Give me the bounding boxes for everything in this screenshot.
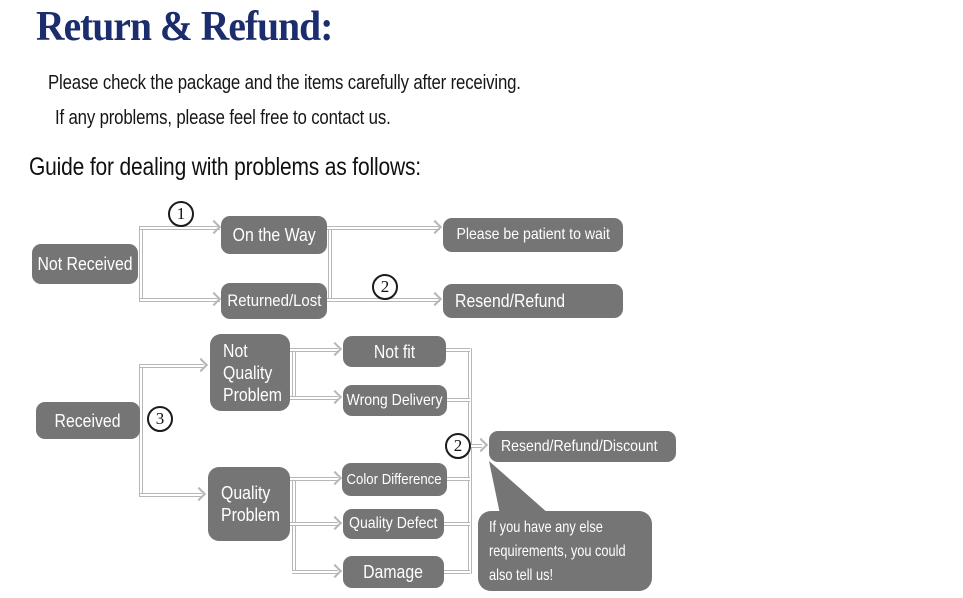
- connector-to-please-wait: [327, 226, 440, 230]
- connector-not-received-branch: [139, 226, 143, 302]
- note-bubble: If you have any else requirements, you c…: [478, 511, 652, 591]
- intro-line-1: Please check the package and the items c…: [48, 72, 521, 94]
- chevron-right-icon: [327, 515, 343, 531]
- bubble-tail: [489, 461, 549, 514]
- chevron-right-icon: [191, 486, 207, 502]
- connector-to-quality-problem: [140, 493, 202, 497]
- node-not-fit: Not fit: [343, 336, 446, 367]
- connector-to-color-difference: [289, 477, 338, 481]
- intro-line-2: If any problems, please feel free to con…: [55, 107, 391, 129]
- node-received: Received: [36, 402, 140, 439]
- chevron-right-icon: [327, 341, 343, 357]
- connector-to-wrong-delivery: [289, 396, 338, 400]
- step-badge-1: 1: [168, 201, 194, 227]
- step-badge-2-bottom: 2: [445, 433, 471, 459]
- connector-to-damage: [292, 570, 338, 574]
- node-color-difference: Color Difference: [342, 463, 447, 496]
- step-badge-3: 3: [147, 406, 173, 432]
- chevron-right-icon: [193, 357, 209, 373]
- chevron-right-icon: [473, 437, 489, 453]
- chevron-right-icon: [327, 563, 343, 579]
- node-not-quality-problem: Not Quality Problem: [210, 334, 290, 411]
- connector-on-the-way-join: [328, 226, 332, 302]
- connector-stub-not-fit: [446, 348, 470, 352]
- node-resend-refund: Resend/Refund: [443, 284, 623, 318]
- node-wrong-delivery: Wrong Delivery: [343, 385, 447, 416]
- node-quality-defect: Quality Defect: [343, 509, 444, 539]
- node-resend-refund-discount: Resend/Refund/Discount: [489, 431, 676, 462]
- connector-stub-color-difference: [447, 477, 470, 481]
- node-returned-lost: Returned/Lost: [221, 283, 327, 319]
- node-damage: Damage: [343, 556, 444, 588]
- chevron-right-icon: [206, 219, 222, 235]
- connector-to-not-quality-problem: [140, 364, 204, 368]
- connector-to-quality-defect: [289, 522, 338, 526]
- node-please-wait: Please be patient to wait: [443, 218, 623, 252]
- connector-to-returned-lost: [140, 298, 220, 302]
- connector-stub-quality-defect: [444, 522, 470, 526]
- step-badge-2-top: 2: [372, 274, 398, 300]
- chevron-right-icon: [327, 389, 343, 405]
- chevron-right-icon: [427, 291, 443, 307]
- chevron-right-icon: [427, 219, 443, 235]
- node-on-the-way: On the Way: [221, 216, 327, 254]
- connector-to-not-fit: [289, 348, 338, 352]
- connector-nqp-split: [292, 348, 296, 400]
- chevron-right-icon: [327, 470, 343, 486]
- page-title: Return & Refund:: [36, 4, 333, 50]
- connector-collector: [468, 348, 472, 574]
- guide-heading: Guide for dealing with problems as follo…: [29, 153, 421, 181]
- node-not-received: Not Received: [32, 244, 138, 284]
- node-quality-problem: Quality Problem: [208, 467, 290, 541]
- connector-stub-damage: [444, 570, 470, 574]
- connector-stub-wrong-delivery: [447, 398, 470, 402]
- chevron-right-icon: [206, 291, 222, 307]
- connector-to-discount: [468, 444, 482, 448]
